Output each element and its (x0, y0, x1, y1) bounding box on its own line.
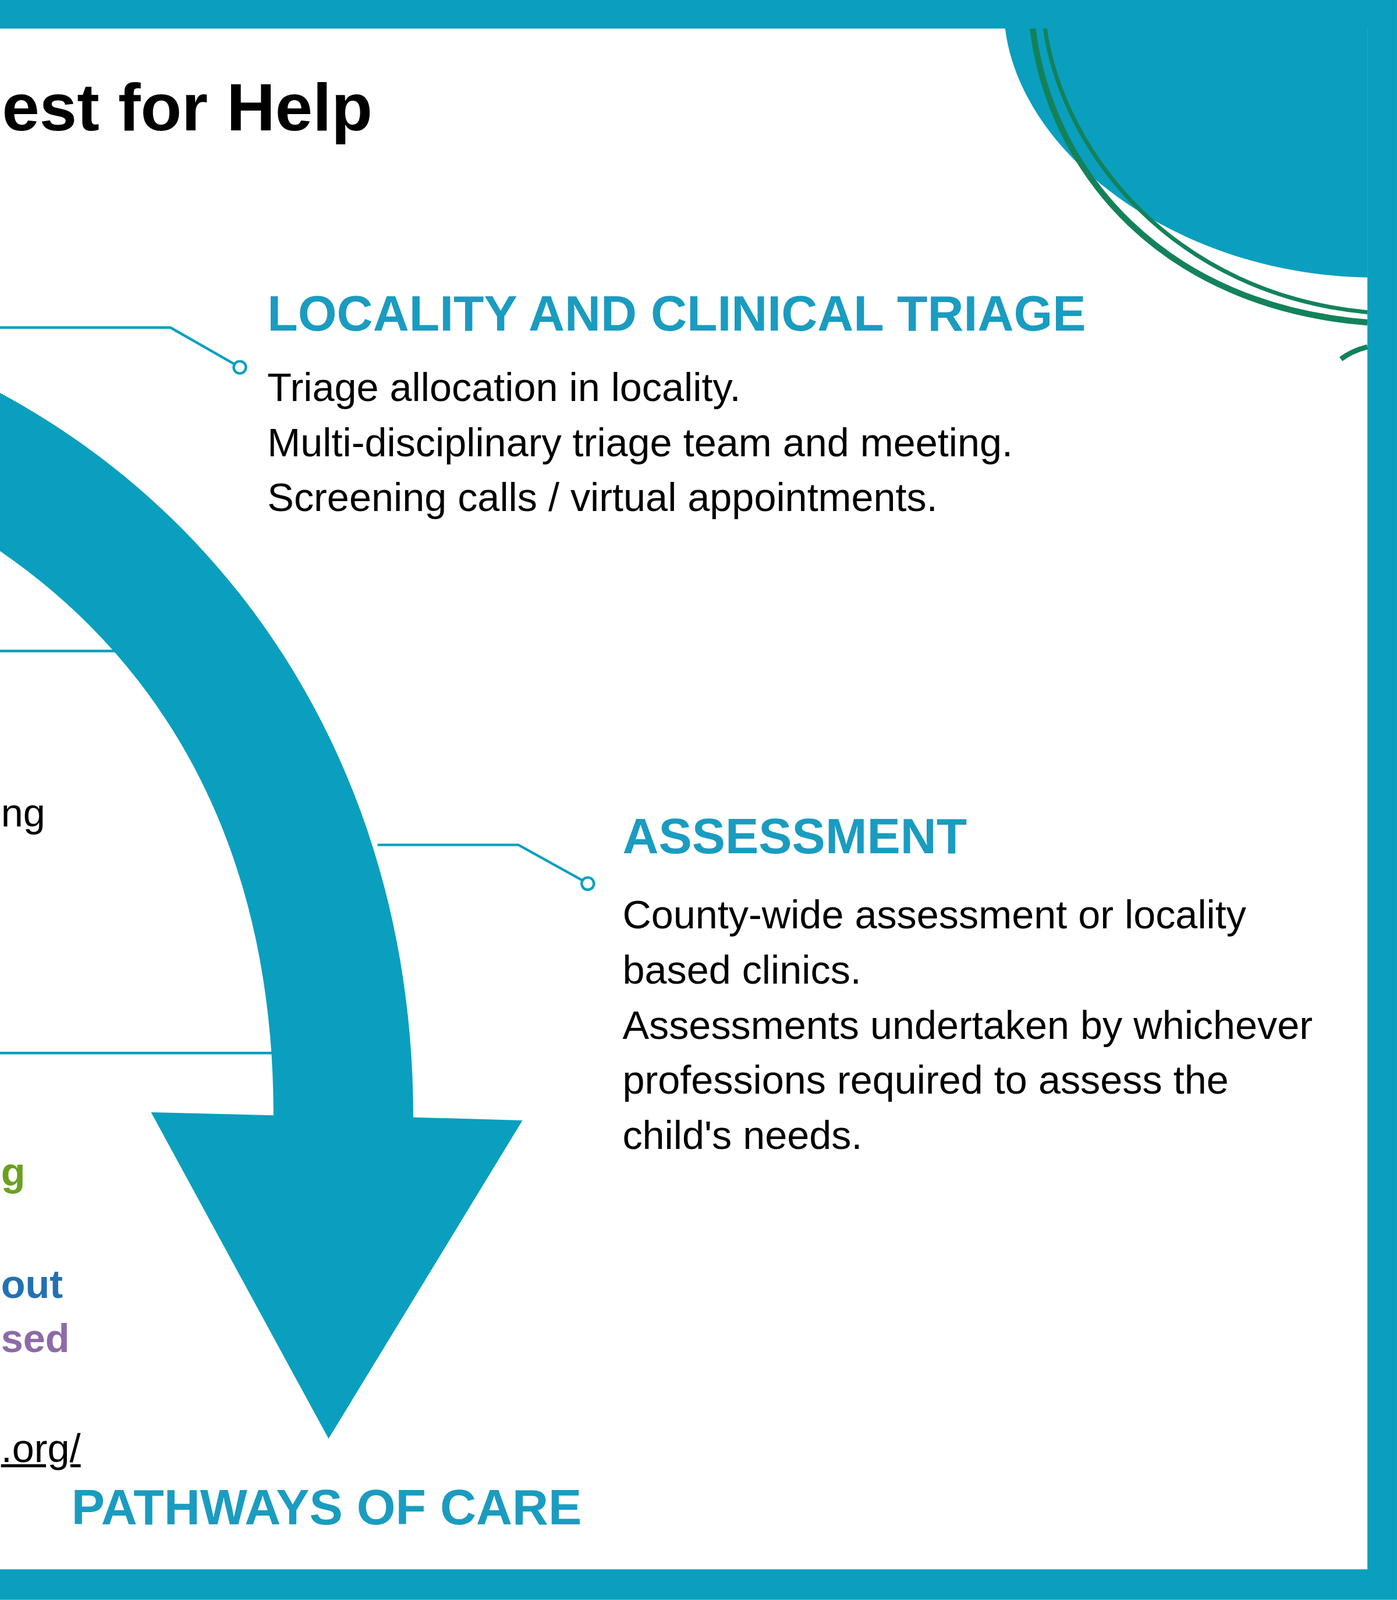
text-fragment: ng (1, 785, 46, 842)
pathway-heading: PATHWAYS OF CARE (71, 1477, 583, 1538)
corner-curve (1341, 346, 1368, 360)
body-text: Multi-disciplinary triage team and meeti… (267, 415, 1013, 471)
leader-line (0, 1051, 274, 1055)
section-heading: ASSESSMENT (622, 806, 967, 867)
section-heading: LOCALITY AND CLINICAL TRIAGE (267, 283, 1086, 344)
body-text: Screening calls / virtual appointments. (267, 470, 938, 526)
leader-dot (581, 877, 594, 891)
body-text: Triage allocation in locality. (267, 360, 741, 416)
page-title: est for Help (2, 67, 374, 148)
corner-curve (1044, 28, 1368, 312)
text-fragment: sed (1, 1311, 70, 1367)
body-text: Assessments undertaken by whichever prof… (622, 998, 1342, 1164)
leader-line (0, 649, 154, 652)
leader-dot (233, 361, 246, 374)
page-ground (0, 28, 1368, 1570)
corner-blob (1005, 28, 1368, 278)
corner-curve (1032, 28, 1368, 323)
text-fragment: g (1, 1144, 26, 1201)
body-text: County-wide assessment or locality based… (622, 887, 1342, 998)
text-fragment: out (1, 1257, 63, 1313)
link-fragment: .org/ (1, 1421, 81, 1477)
flow-arrow (0, 392, 523, 1439)
leader-line (377, 845, 583, 881)
leader-line (0, 327, 235, 365)
